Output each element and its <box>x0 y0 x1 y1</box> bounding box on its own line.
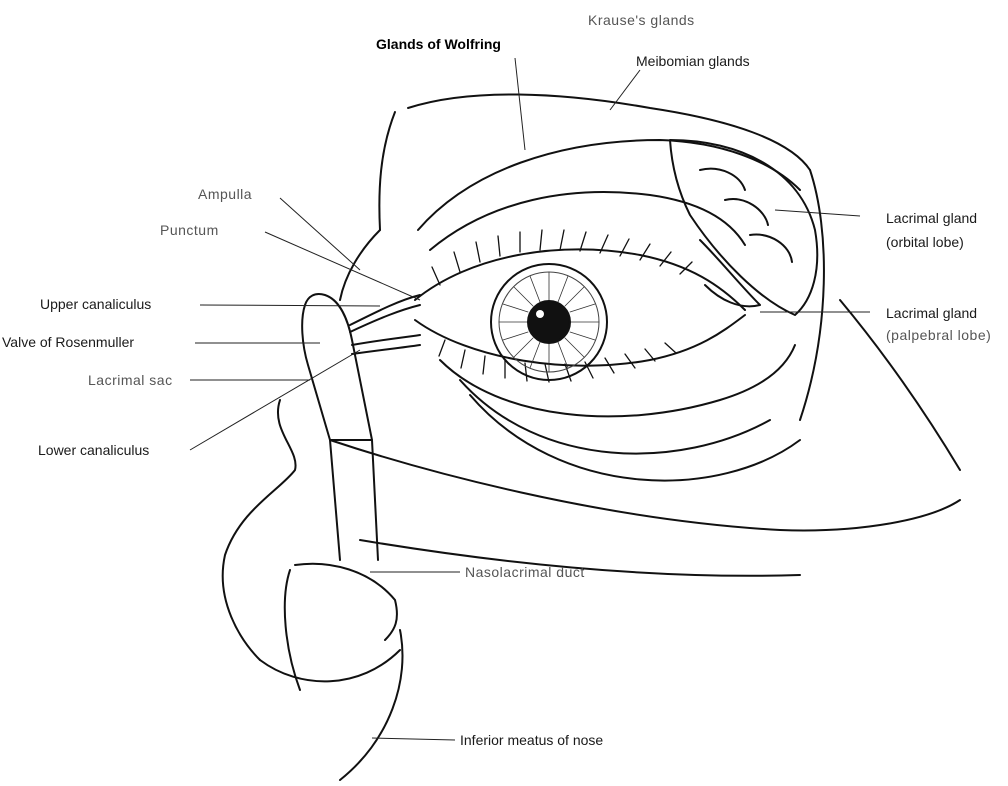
label-lower-canaliculus: Lower canaliculus <box>38 442 149 458</box>
upper-canaliculus <box>350 295 420 325</box>
upper-tarsal <box>430 192 745 250</box>
leader-lacrimal-orbital <box>775 210 860 216</box>
label-ampulla: Ampulla <box>198 186 252 202</box>
leader-inferior-meatus <box>372 738 455 740</box>
inferior-meatus-outline <box>340 630 403 780</box>
label-glands-of-wolfring: Glands of Wolfring <box>376 36 501 52</box>
label-krause-glands: Krause's glands <box>588 12 695 28</box>
leader-wolfring <box>515 58 525 150</box>
label-lacrimal-gland-orbital-line2: (orbital lobe) <box>886 234 964 250</box>
leader-upper-canaliculus <box>200 305 380 306</box>
label-lacrimal-gland-palpebral-line1: Lacrimal gland <box>886 305 977 321</box>
label-valve-of-rosenmuller: Valve of Rosenmuller <box>2 334 134 350</box>
label-inferior-meatus-of-nose: Inferior meatus of nose <box>460 732 603 748</box>
label-punctum: Punctum <box>160 222 219 238</box>
lower-lid-fold <box>440 345 795 416</box>
lower-lid-margin <box>415 315 745 366</box>
label-upper-canaliculus: Upper canaliculus <box>40 296 151 312</box>
leader-lower-canaliculus <box>190 350 360 450</box>
label-lacrimal-gland-orbital-line1: Lacrimal gland <box>886 210 977 226</box>
orbit-outer <box>379 112 395 230</box>
upper-lid-margin <box>415 249 745 310</box>
label-meibomian-glands: Meibomian glands <box>636 53 750 69</box>
lower-canaliculus <box>352 335 420 345</box>
label-lacrimal-sac: Lacrimal sac <box>88 372 173 388</box>
label-nasolacrimal-duct: Nasolacrimal duct <box>465 564 585 580</box>
label-lacrimal-gland-palpebral-line2: (palpebral lobe) <box>886 327 991 343</box>
lacrimal-sac <box>302 294 372 440</box>
pupil <box>528 301 570 343</box>
leader-ampulla <box>280 198 360 270</box>
